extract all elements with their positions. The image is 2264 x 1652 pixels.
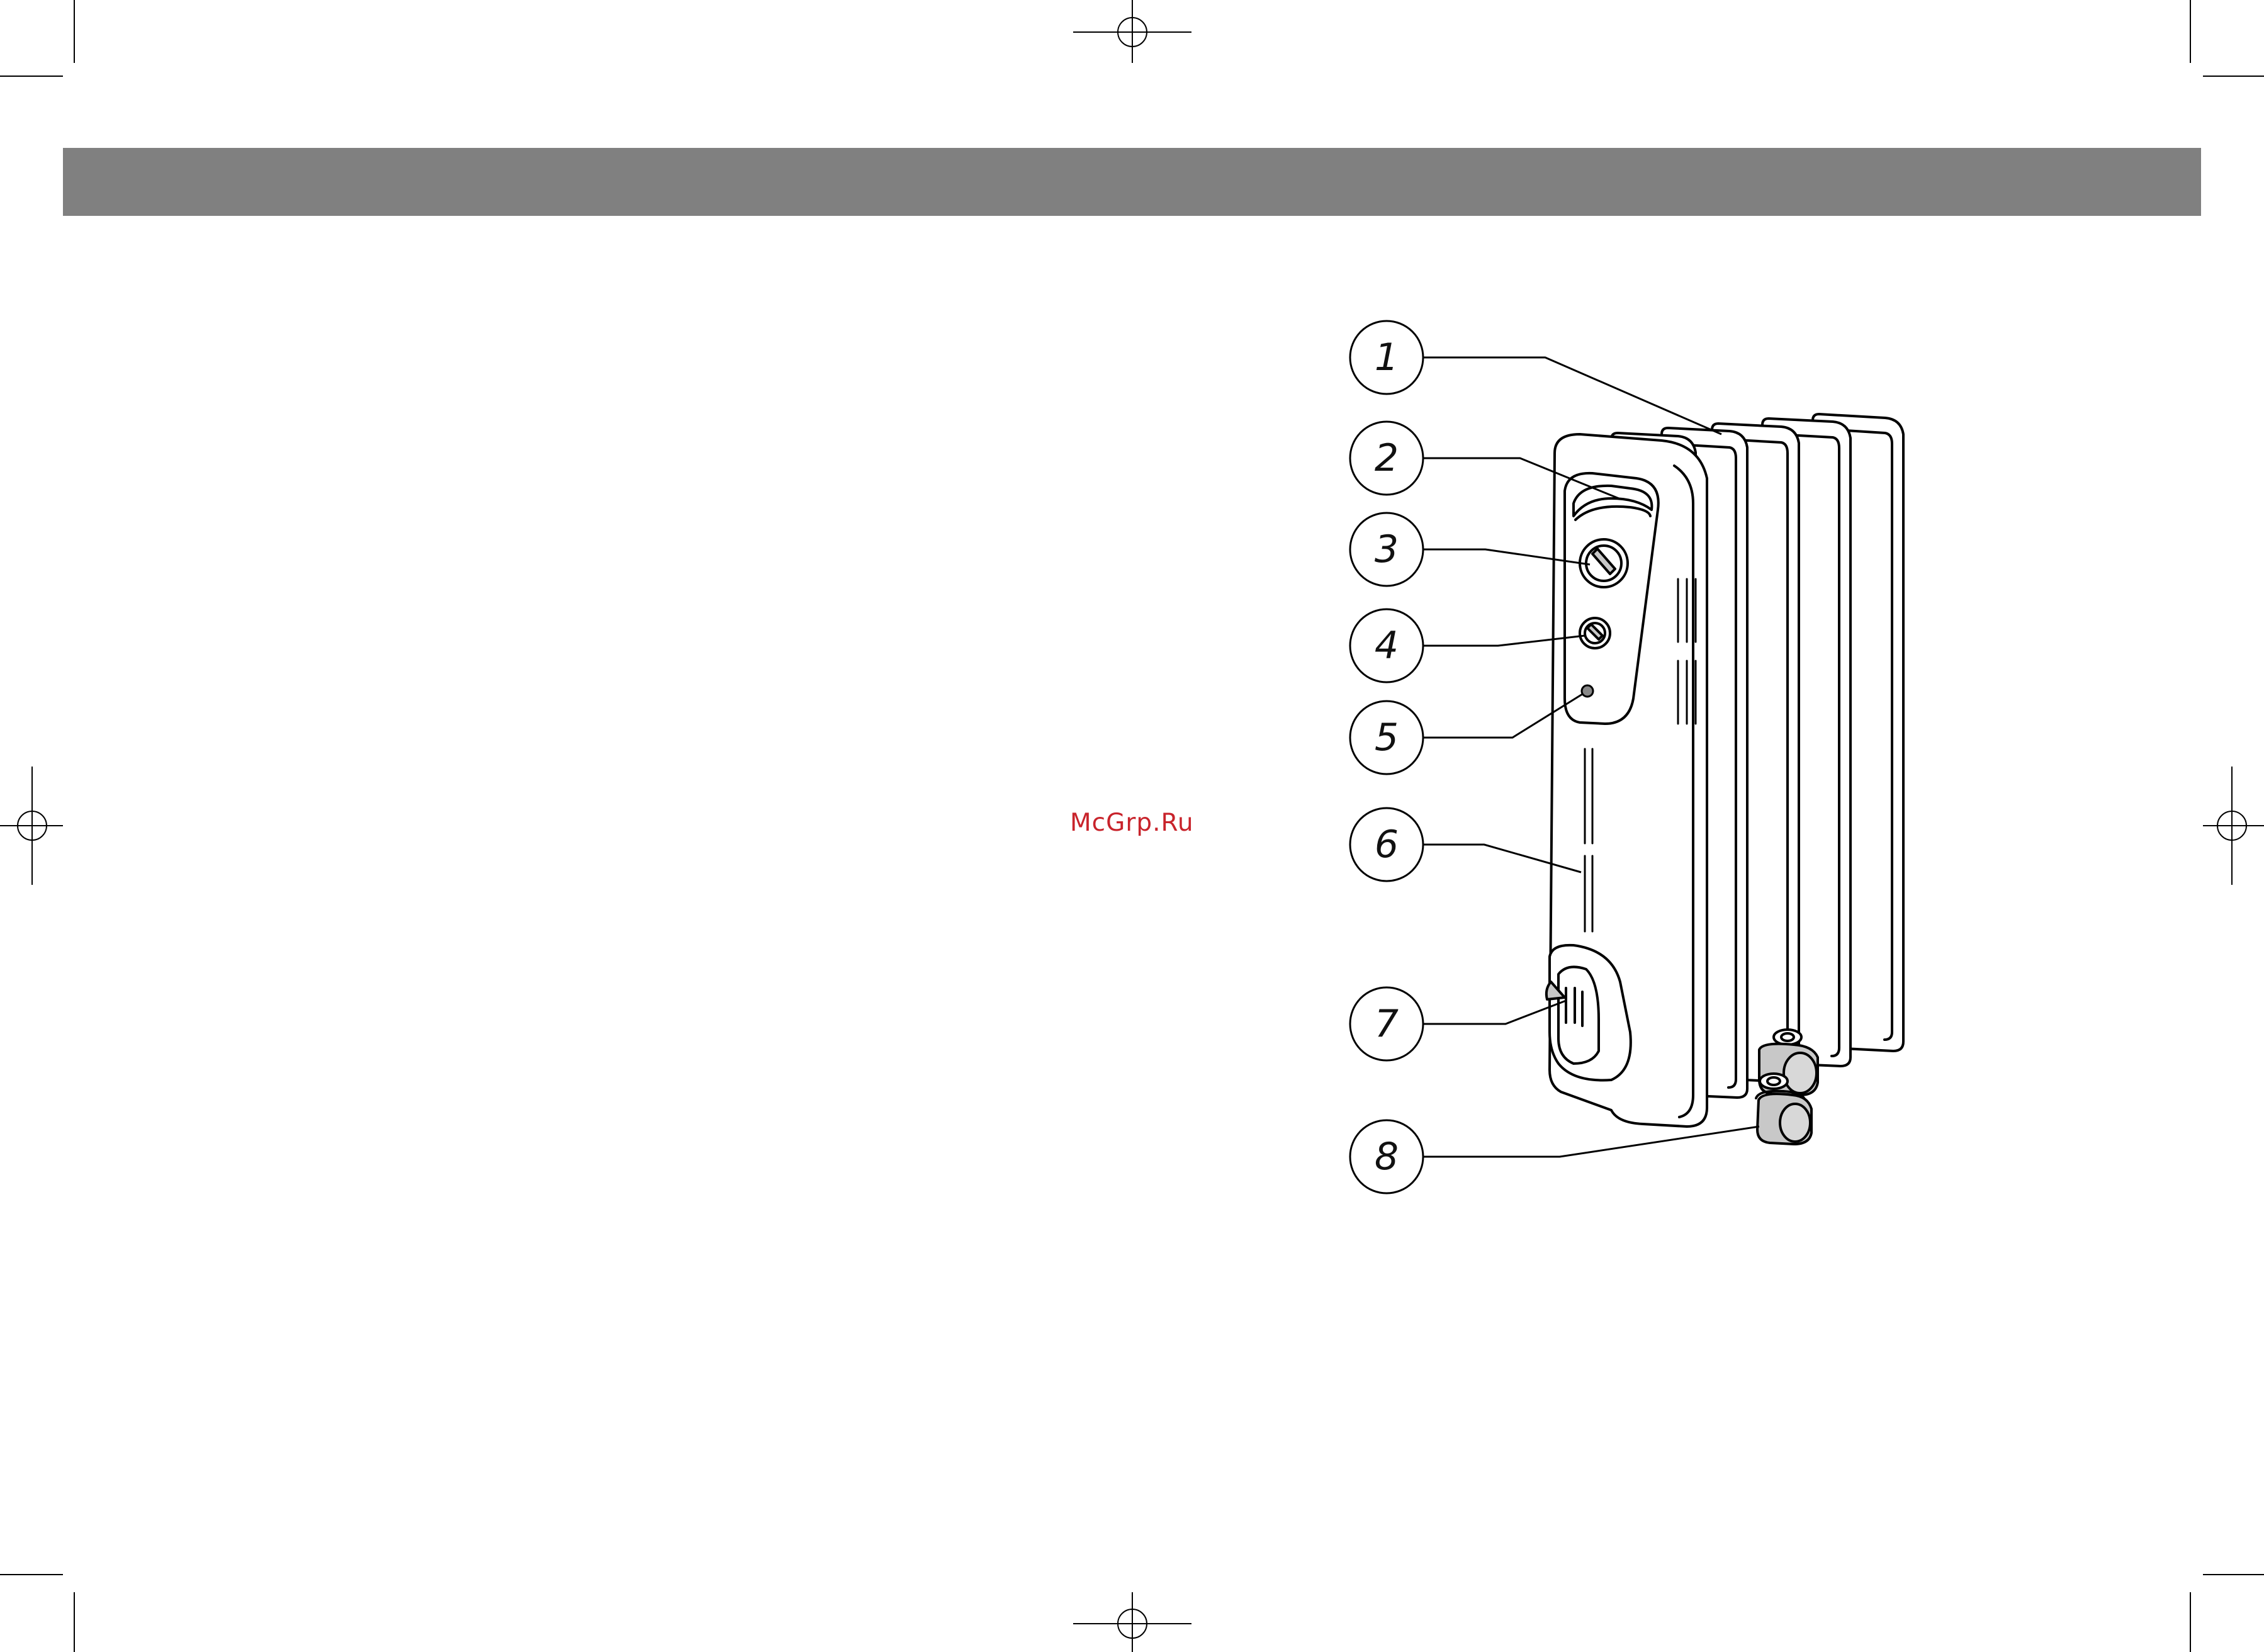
callout-5: 5 (1350, 694, 1582, 774)
callout-8: 8 (1350, 1120, 1759, 1193)
callout-number: 6 (1375, 823, 1399, 867)
callout-number: 2 (1375, 436, 1399, 480)
callout-6: 6 (1350, 808, 1581, 881)
callout-7: 7 (1350, 987, 1566, 1060)
callout-number: 1 (1375, 335, 1399, 379)
callout-number: 4 (1375, 624, 1399, 668)
callout-number: 3 (1375, 527, 1399, 571)
callout-number: 5 (1375, 716, 1399, 760)
callout-3: 3 (1350, 513, 1590, 586)
callout-number: 8 (1375, 1135, 1399, 1179)
callout-number: 7 (1375, 1002, 1399, 1046)
callout-1: 1 (1350, 321, 1721, 434)
callout-4: 4 (1350, 609, 1585, 682)
callout-2: 2 (1350, 422, 1619, 498)
